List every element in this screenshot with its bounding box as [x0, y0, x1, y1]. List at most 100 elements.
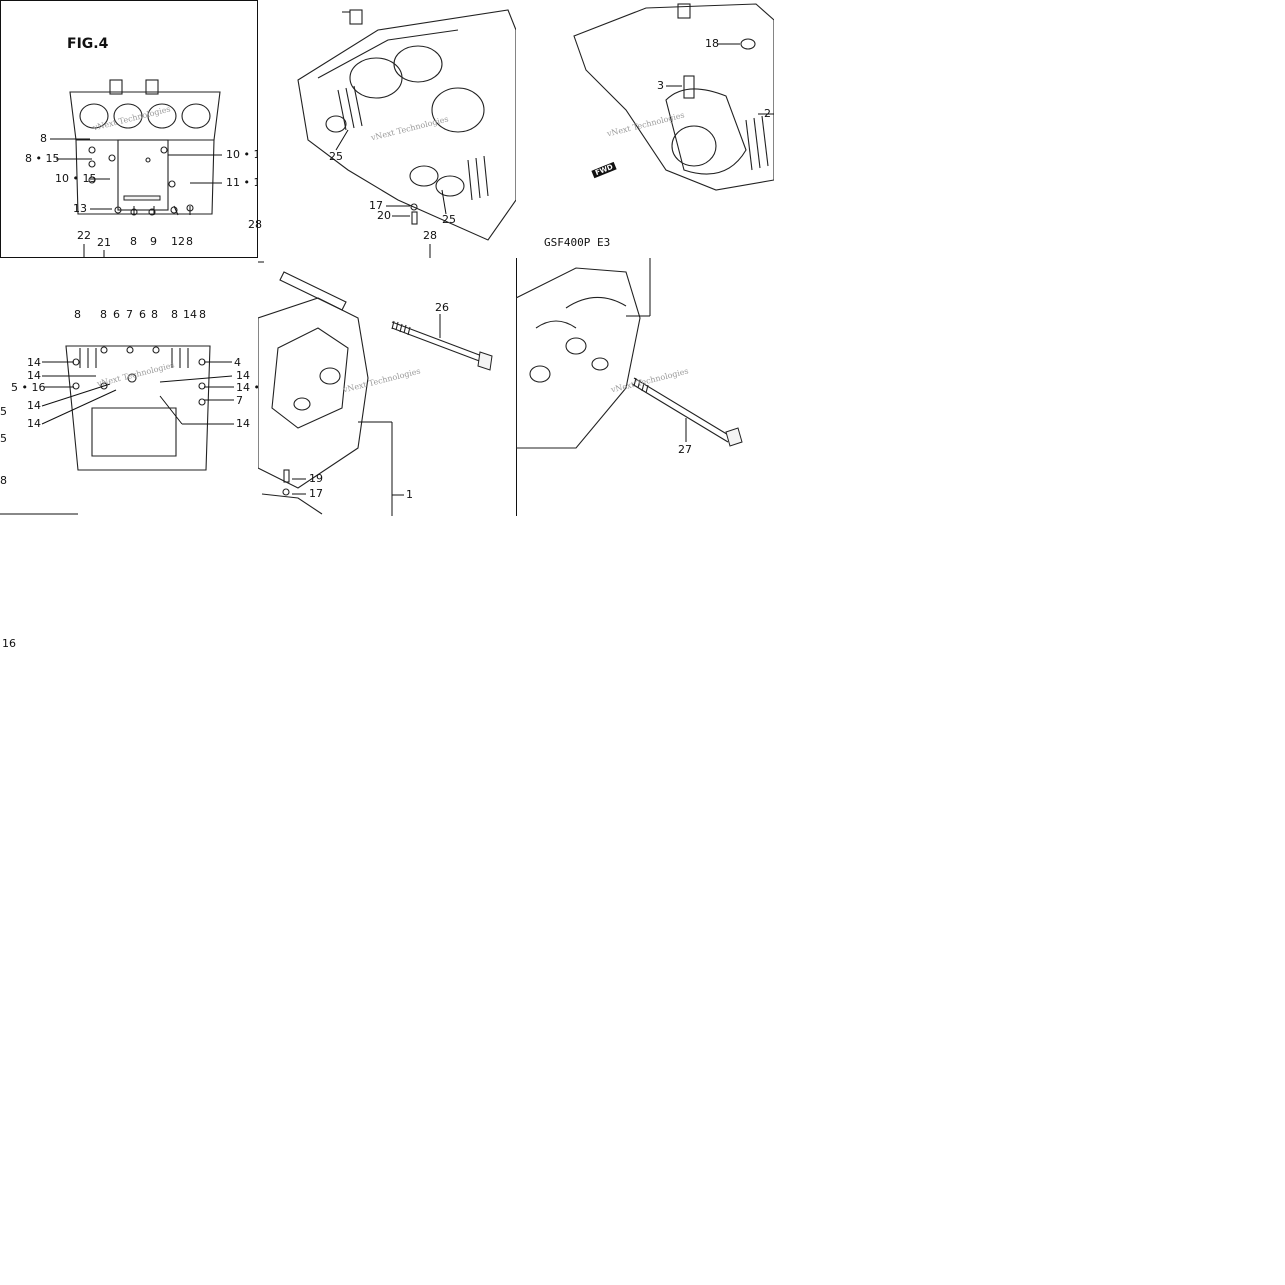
case-hole-2 [529, 365, 551, 383]
cooling-fins [745, 115, 769, 171]
bearing-saddle-1 [565, 296, 627, 309]
cooling-fins [79, 348, 189, 368]
lower-case-edge [261, 493, 323, 515]
leader-lines [0, 361, 234, 515]
callout-label: 8 • 15 [25, 152, 60, 165]
gsf400p-drawing [516, 258, 743, 516]
callout-label: 28 [423, 229, 437, 242]
bolt-26-shank [391, 321, 483, 357]
web-hole-1 [319, 367, 341, 385]
callout-label: 17 [309, 487, 323, 500]
callout-label: 8 [130, 235, 137, 248]
crankcase-upper-drawing [297, 9, 516, 258]
callout-label: 8 [74, 308, 81, 321]
callout-label: 25 [442, 213, 456, 226]
case-half-outline [258, 297, 369, 489]
callout-label: 8 [186, 235, 193, 248]
boss-hole [325, 115, 347, 133]
callout-label: 14 [27, 417, 41, 430]
crankcase-bolt-drawing [258, 261, 493, 516]
callout-label: 14 [27, 369, 41, 382]
dowel-top [677, 3, 691, 19]
callout-label: 8 [151, 308, 158, 321]
case-inner-web [271, 327, 349, 429]
crankcase-side-drawing [573, 3, 774, 191]
leader-lines [258, 261, 441, 516]
callout-label: 5 [0, 432, 7, 445]
callout-label: 13 [73, 202, 87, 215]
bolt-26-shank-2 [391, 327, 483, 363]
callout-label: 4 [234, 356, 241, 369]
bolt-27-shank [633, 377, 731, 437]
callout-label: 18 [705, 37, 719, 50]
callout-label: 26 [435, 301, 449, 314]
bearing-bore [671, 125, 717, 167]
diagram-tile-crankcase-upper: vNext Technologies 25 17 20 25 28 [258, 0, 516, 258]
web-hole-2 [293, 397, 311, 411]
oil-pan [91, 407, 177, 457]
washer-17 [282, 488, 290, 496]
cylinder-bore-3 [147, 103, 177, 129]
upper-case-outline [297, 9, 516, 241]
case-hole-1 [565, 337, 587, 355]
bearing-saddle-2 [535, 320, 577, 329]
callout-label: 3 [657, 79, 664, 92]
lower-case-body [75, 139, 215, 215]
diagram-tile-gsf400p-e3: GSF400P E3 vNext Technologies 27 [516, 258, 774, 516]
bolt-27-thread [633, 377, 649, 394]
callout-label: 8 [40, 132, 47, 145]
stud-1 [109, 79, 123, 95]
callout-label: 14 [27, 356, 41, 369]
callout-label: 7 [126, 308, 133, 321]
diagram-tile-crankcase-bolt-26: vNext Technologies 26 19 17 1 28 [258, 258, 516, 516]
callout-label: 14 [27, 399, 41, 412]
crankcase-lower-drawing [0, 0, 258, 258]
diagram-tile-crankcase-lower-view: FIG.4 vNext Technologies 8 8 • 15 10 • 1… [0, 0, 258, 258]
cooling-fins [337, 85, 489, 201]
callout-label: 2 [764, 107, 771, 120]
case-outline [516, 267, 641, 449]
washer-17 [410, 203, 418, 211]
oil-pan-plate [117, 139, 169, 211]
diagram-tile-oil-pan-view: vNext Technologies 8 8 6 7 6 8 8 14 8 14… [0, 258, 258, 516]
plug-19 [283, 469, 290, 483]
case-edge-1 [317, 29, 459, 79]
callout-label: 10 • 15 [55, 172, 97, 185]
variant-label: GSF400P E3 [544, 236, 611, 249]
dowel-3 [683, 75, 695, 99]
bolt-27-head [725, 427, 743, 447]
callout-label: 1 [406, 488, 413, 501]
leader-lines [666, 43, 774, 115]
cylinder-bore-1 [79, 103, 109, 129]
plug-20 [411, 211, 418, 225]
callout-label: 14 • [236, 381, 258, 394]
bore-c [431, 87, 485, 133]
tile-border [0, 0, 258, 258]
callout-label: 14 [236, 417, 250, 430]
bolt-holes [88, 146, 194, 216]
cylinder-bore-4 [181, 103, 211, 129]
bore-b [393, 45, 443, 83]
cylinder-sleeve-1 [409, 165, 439, 187]
case-hole-3 [591, 357, 609, 371]
callout-label: 22 [77, 229, 91, 242]
side-case-outline [573, 3, 774, 191]
clutch-housing [665, 88, 747, 175]
callout-label: 8 [0, 474, 7, 487]
callout-label: 21 [97, 236, 111, 249]
case-body-outline [65, 345, 211, 471]
bolt-27-shank-2 [631, 383, 729, 443]
callout-label: 11 • 15 [226, 176, 258, 189]
oil-strainer-slot [123, 195, 161, 201]
callout-label: 17 [369, 199, 383, 212]
callout-label: 8 [199, 308, 206, 321]
cylinder-bore-2 [113, 103, 143, 129]
leader-lines [50, 138, 222, 258]
bolt-26-thread [391, 320, 411, 336]
oring-18 [740, 38, 756, 50]
diagram-tile-crankcase-side: vNext Technologies FWD 18 3 2 [516, 0, 774, 258]
callout-label: 8 [171, 308, 178, 321]
leader-lines [335, 129, 447, 258]
callout-label: 5 • 16 [11, 381, 46, 394]
callout-label: 8 [100, 308, 107, 321]
